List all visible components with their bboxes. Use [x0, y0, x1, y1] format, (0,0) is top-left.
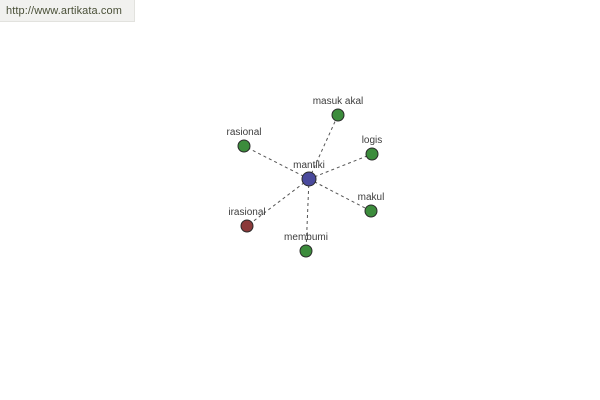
graph-node-mantiki[interactable]: mantiki	[293, 160, 325, 187]
address-bar[interactable]: http://www.artikata.com	[0, 0, 135, 22]
graph-edge	[305, 178, 310, 252]
node-label: membumi	[284, 232, 328, 243]
node-label: rasional	[226, 127, 261, 138]
graph-node-masuk-akal[interactable]: masuk akal	[313, 96, 364, 122]
graph-node-rasional[interactable]: rasional	[226, 127, 262, 153]
word-relationship-graph[interactable]: mantiki masuk akal rasional logis makul membu…	[0, 22, 600, 400]
node-circle[interactable]	[299, 244, 313, 258]
graph-node-irasional[interactable]: irasional	[228, 207, 266, 233]
node-label: makul	[358, 192, 385, 203]
node-circle[interactable]	[364, 204, 378, 218]
node-circle[interactable]	[240, 219, 254, 233]
node-circle[interactable]	[365, 147, 379, 161]
node-label: logis	[362, 135, 383, 146]
node-circle[interactable]	[331, 108, 345, 122]
url-text: http://www.artikata.com	[6, 4, 123, 17]
node-circle[interactable]	[301, 171, 317, 187]
graph-edge	[246, 178, 310, 227]
graph-canvas[interactable]: mantiki masuk akal rasional logis makul membu…	[0, 22, 600, 400]
graph-nodes: mantiki masuk akal rasional logis makul membu…	[226, 96, 385, 258]
graph-node-logis[interactable]: logis	[362, 135, 383, 161]
node-circle[interactable]	[237, 139, 251, 153]
graph-edge	[243, 145, 310, 180]
node-label: mantiki	[293, 160, 325, 171]
graph-node-makul[interactable]: makul	[358, 192, 385, 218]
graph-edge	[308, 153, 373, 180]
graph-node-membumi[interactable]: membumi	[284, 232, 328, 258]
node-label: masuk akal	[313, 96, 364, 107]
node-label: irasional	[228, 207, 265, 218]
graph-edges	[243, 114, 373, 252]
